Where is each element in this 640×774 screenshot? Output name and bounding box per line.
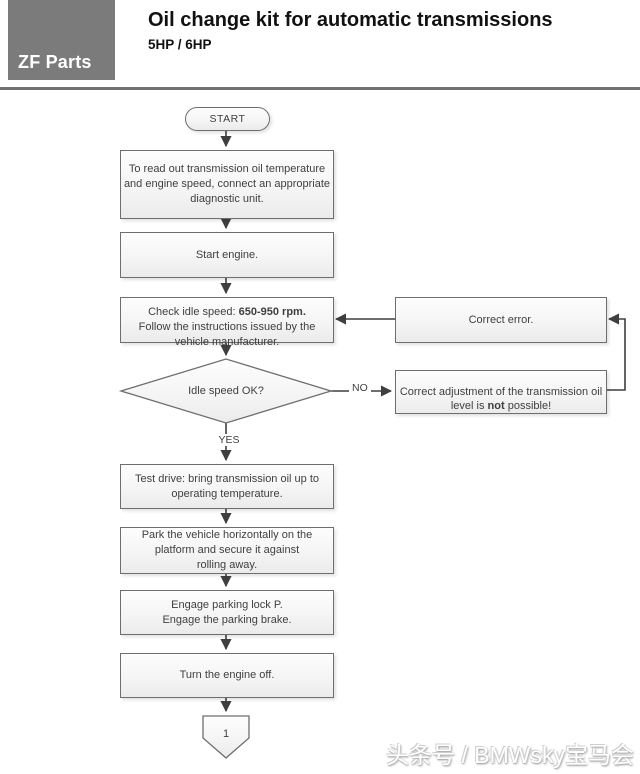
page-subtitle: 5HP / 6HP — [148, 37, 212, 52]
flow-step-correct-error: Correct error. — [395, 297, 607, 343]
flow-step-check-idle-speed: Check idle speed: 650-950 rpm. Follow th… — [120, 297, 334, 348]
flow-step-park-vehicle: Park the vehicle horizontally on the pla… — [120, 527, 334, 574]
header-divider — [0, 87, 640, 90]
flow-step-test-drive: Test drive: bring transmission oil up to… — [120, 464, 334, 509]
check-idle-instructions: Follow the instructions issued by the ve… — [138, 321, 316, 348]
flow-start-terminator: START — [185, 107, 270, 131]
flow-offpage-connector-shape — [202, 715, 250, 759]
edge-label-yes: YES — [206, 434, 252, 446]
zf-parts-logo-label: ZF Parts — [18, 52, 92, 72]
not-possible-tail: possible! — [504, 400, 552, 413]
flow-offpage-connector-label: 1 — [222, 728, 230, 740]
not-possible-text: Correct adjustment of the transmission o… — [399, 385, 603, 413]
not-possible-bold: not — [487, 400, 505, 413]
flow-step-start-engine: Start engine. — [120, 232, 334, 278]
watermark-text: 头条号 / BMWsky宝马会 — [386, 742, 634, 768]
check-idle-text: Check idle speed: — [148, 306, 239, 319]
flow-step-parking-lock: Engage parking lock P. Engage the parkin… — [120, 590, 334, 635]
check-idle-rpm: 650-950 rpm. — [238, 306, 306, 319]
zf-parts-logo: ZF Parts — [8, 0, 115, 80]
page-title: Oil change kit for automatic transmissio… — [148, 9, 553, 31]
flow-decision-diamond — [118, 358, 334, 424]
flow-step-engine-off: Turn the engine off. — [120, 653, 334, 698]
edge-label-no: NO — [349, 382, 371, 394]
flow-decision-idle-speed: Idle speed OK? — [188, 385, 264, 397]
flow-note-not-possible: Correct adjustment of the transmission o… — [395, 370, 607, 414]
flow-step-diagnostic: To read out transmission oil temperature… — [120, 150, 334, 219]
